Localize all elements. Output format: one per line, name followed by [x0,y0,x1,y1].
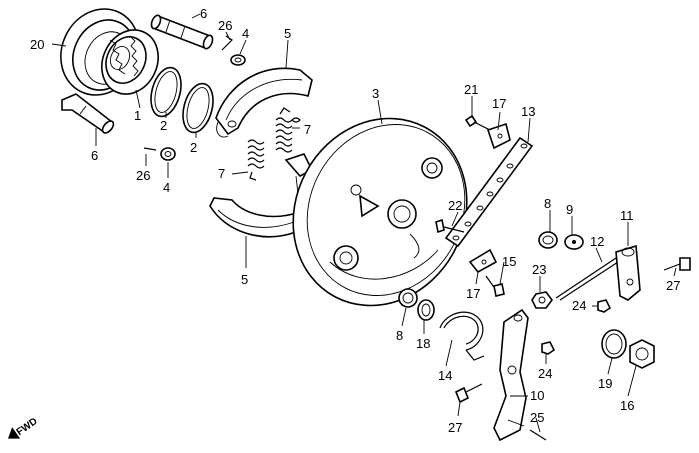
callout-9: 9 [566,202,573,217]
part-27-bolt-right [663,257,691,271]
part-5-upper-shoe [215,67,313,138]
part-25-bolt [529,429,547,441]
callout-13: 13 [521,104,535,119]
callout-26-left: 26 [136,168,150,183]
callout-8-right: 8 [544,196,551,211]
part-21-bolt [464,114,491,131]
callout-27-lower: 27 [448,420,462,435]
callout-1: 1 [134,108,141,123]
callout-19: 19 [598,376,612,391]
part-10-brake-arm [493,308,529,442]
fwd-label: FWD [15,416,40,438]
callout-2-left: 2 [160,118,167,133]
fwd-indicator: FWD [7,416,40,439]
part-19-washer [601,329,627,359]
callout-12: 12 [590,234,604,249]
part-26-pin-lower [143,147,157,151]
part-9-washer [564,234,584,250]
callout-6-top: 6 [200,6,207,21]
part-7-spring-lower [247,139,265,181]
callout-4-left: 4 [163,180,170,195]
callout-7-right: 7 [304,122,311,137]
callout-labels: 20 6 26 4 5 1 2 2 6 26 4 7 7 5 3 21 17 1… [30,6,680,435]
callout-5-top: 5 [284,26,291,41]
callout-15: 15 [502,254,516,269]
part-17-clip-lower [468,248,498,274]
callout-7-left: 7 [218,166,225,181]
callout-26-top: 26 [218,18,232,33]
part-6-upper-shaft [150,14,214,50]
callout-10: 10 [530,388,544,403]
callout-25: 25 [530,410,544,425]
callout-17-bottom: 17 [466,286,480,301]
leader-lines [51,13,677,433]
part-8-cup-upper [538,231,558,249]
part-15-bolt [485,275,505,297]
part-23-nut [531,291,553,309]
callout-20: 20 [30,37,44,52]
part-27-bolt-lower [454,383,483,404]
part-11-joint [615,244,641,301]
part-24-nut-upper [597,299,612,313]
callout-2-right: 2 [190,140,197,155]
callout-23: 23 [532,262,546,277]
part-8-cup-lower [398,288,418,308]
part-26-pin-upper [221,35,233,51]
callout-5-bottom: 5 [241,272,248,287]
callout-8-lower: 8 [396,328,403,343]
part-2-o-rings [150,66,214,134]
callout-11: 11 [620,208,634,223]
part-3-brake-panel [292,117,468,307]
callout-16: 16 [620,398,634,413]
callout-24-upper: 24 [572,298,586,313]
part-4-washer-lower [160,147,176,161]
callout-4-top: 4 [242,26,249,41]
part-13-torque-link [444,136,534,248]
callout-18: 18 [416,336,430,351]
part-1-cam-gear [101,29,159,95]
part-4-washer-upper [230,54,246,66]
part-16-nut [629,339,655,369]
part-6-lower-shaft [61,93,115,134]
arrow-left-icon [7,427,21,439]
callout-27-right: 27 [666,278,680,293]
callout-21: 21 [464,82,478,97]
callout-6-left: 6 [91,148,98,163]
callout-24-lower: 24 [538,366,552,381]
part-14-return-spring [439,311,485,361]
callout-3: 3 [372,86,379,101]
part-12-rod [555,257,619,301]
callout-22: 22 [448,198,462,213]
part-22-bolt [435,218,465,234]
part-24-nut-lower [541,341,556,355]
callout-14: 14 [438,368,452,383]
part-7-spring-upper [275,107,301,153]
part-18-washer [417,299,435,321]
part-17-clip-upper [486,122,511,150]
callout-17-top: 17 [492,96,506,111]
